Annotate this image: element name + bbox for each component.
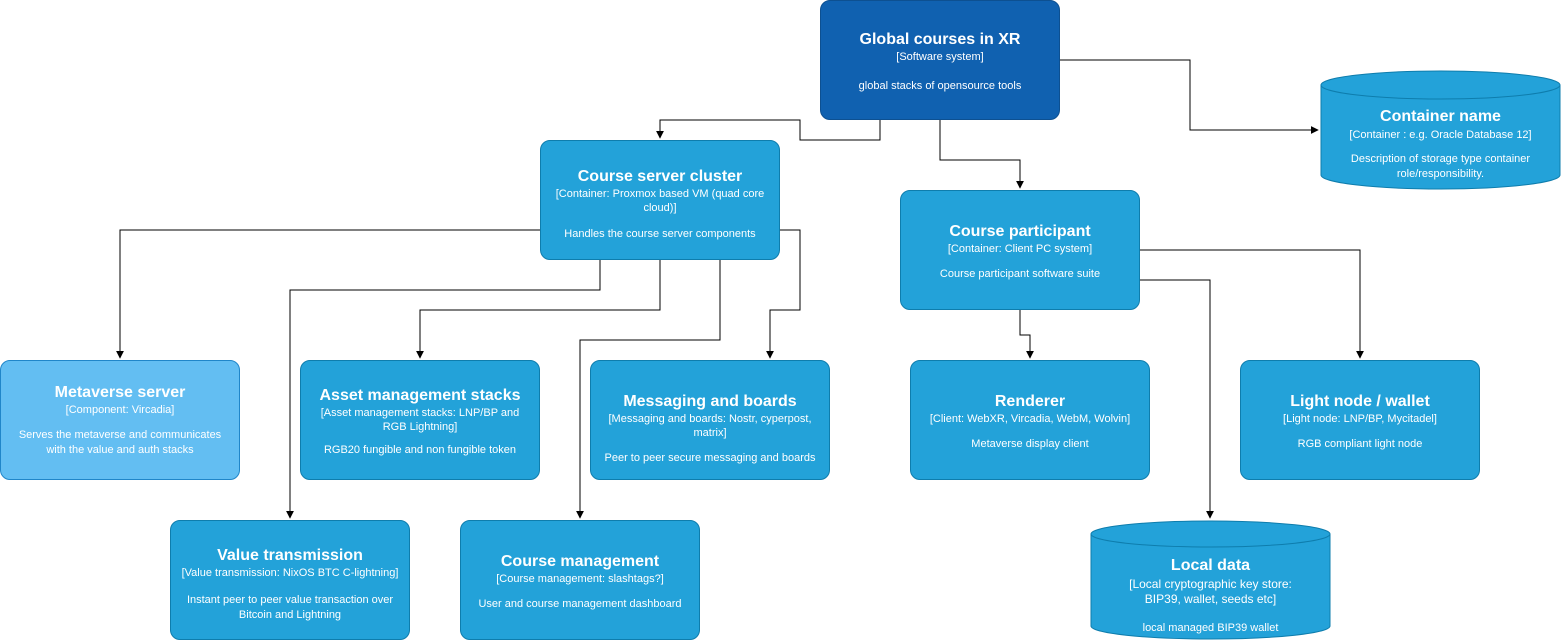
edge-participant-to-localdata bbox=[1140, 279, 1214, 519]
node-type: [Local cryptographic key store: BIP39, w… bbox=[1129, 577, 1292, 606]
edge-server-to-messaging bbox=[766, 229, 801, 359]
node-title: Messaging and boards bbox=[623, 393, 797, 410]
value-transmission[interactable]: Value transmission [Value transmission: … bbox=[170, 520, 410, 640]
node-type: [Messaging and boards: Nostr, cyperpost,… bbox=[608, 413, 812, 439]
node-title: Container name bbox=[1380, 108, 1501, 125]
edge-global-to-container bbox=[1060, 59, 1319, 134]
node-description: Description of storage type container ro… bbox=[1350, 153, 1531, 180]
metaverse-server[interactable]: Metaverse server [Component: Vircadia] S… bbox=[0, 360, 240, 480]
node-title: Course participant bbox=[949, 223, 1091, 240]
node-type: [Value transmission: NixOS BTC C-lightni… bbox=[181, 567, 399, 579]
renderer[interactable]: Renderer [Client: WebXR, Vircadia, WebM,… bbox=[910, 360, 1150, 480]
node-description: Metaverse display client bbox=[971, 438, 1089, 450]
edge-server-to-value bbox=[286, 260, 601, 519]
course-server-cluster[interactable]: Course server cluster [Container: Proxmo… bbox=[540, 140, 780, 260]
edge-participant-to-renderer bbox=[1019, 310, 1034, 359]
node-title: Renderer bbox=[994, 393, 1066, 410]
node-title: Global courses in XR bbox=[859, 31, 1021, 48]
node-type: [Software system] bbox=[896, 51, 984, 63]
node-title: Light node / wallet bbox=[1290, 393, 1430, 410]
node-type: [Container: Proxmox based VM (quad core … bbox=[555, 188, 765, 214]
node-description: global stacks of opensource tools bbox=[858, 80, 1022, 92]
global-courses-system[interactable]: Global courses in XR [Software system] g… bbox=[820, 0, 1060, 120]
node-type: [Course management: slashtags?] bbox=[496, 573, 664, 585]
edge-server-to-metaverse bbox=[116, 229, 540, 359]
edge-global-to-participant bbox=[939, 120, 1024, 189]
edge-participant-to-lightnode bbox=[1140, 249, 1364, 359]
local-data-store[interactable]: Local data [Local cryptographic key stor… bbox=[1090, 520, 1331, 640]
node-title: Asset management stacks bbox=[319, 387, 521, 404]
course-participant[interactable]: Course participant [Container: Client PC… bbox=[900, 190, 1140, 310]
node-title: Local data bbox=[1170, 557, 1251, 574]
node-description: Instant peer to peer value transaction o… bbox=[186, 594, 394, 621]
light-node-wallet[interactable]: Light node / wallet [Light node: LNP/BP,… bbox=[1240, 360, 1480, 480]
node-description: User and course management dashboard bbox=[478, 598, 682, 610]
node-type: [Light node: LNP/BP, Mycitadel] bbox=[1283, 413, 1437, 425]
edge-global-to-server bbox=[656, 119, 881, 141]
node-description: Serves the metaverse and communicates wi… bbox=[18, 429, 222, 456]
node-description: Peer to peer secure messaging and boards bbox=[604, 452, 816, 464]
node-description: RGB compliant light node bbox=[1297, 438, 1423, 450]
node-title: Value transmission bbox=[217, 547, 363, 564]
node-title: Course management bbox=[500, 553, 660, 570]
node-type: [Container: Client PC system] bbox=[947, 243, 1093, 255]
node-title: Course server cluster bbox=[577, 168, 743, 185]
node-type: [Component: Vircadia] bbox=[65, 404, 175, 416]
messaging-and-boards[interactable]: Messaging and boards [Messaging and boar… bbox=[590, 360, 830, 480]
node-type: [Client: WebXR, Vircadia, WebM, Wolvin] bbox=[929, 413, 1131, 425]
edge-server-to-asset bbox=[416, 260, 661, 359]
database-cylinder-shape bbox=[1320, 70, 1561, 190]
node-description: RGB20 fungible and non fungible token bbox=[323, 444, 517, 456]
edge-server-to-course-mgmt bbox=[576, 260, 721, 519]
node-description: local managed BIP39 wallet bbox=[1142, 622, 1279, 634]
database-cylinder-shape bbox=[1090, 520, 1331, 640]
node-type: [Container : e.g. Oracle Database 12] bbox=[1349, 129, 1532, 141]
node-title: Metaverse server bbox=[54, 384, 186, 401]
asset-management-stacks[interactable]: Asset management stacks [Asset managemen… bbox=[300, 360, 540, 480]
container-name-database[interactable]: Container name [Container : e.g. Oracle … bbox=[1320, 70, 1561, 190]
node-description: Course participant software suite bbox=[939, 268, 1101, 280]
node-description: Handles the course server components bbox=[564, 228, 756, 240]
course-management[interactable]: Course management [Course management: sl… bbox=[460, 520, 700, 640]
node-type: [Asset management stacks: LNP/BP and RGB… bbox=[320, 407, 520, 433]
